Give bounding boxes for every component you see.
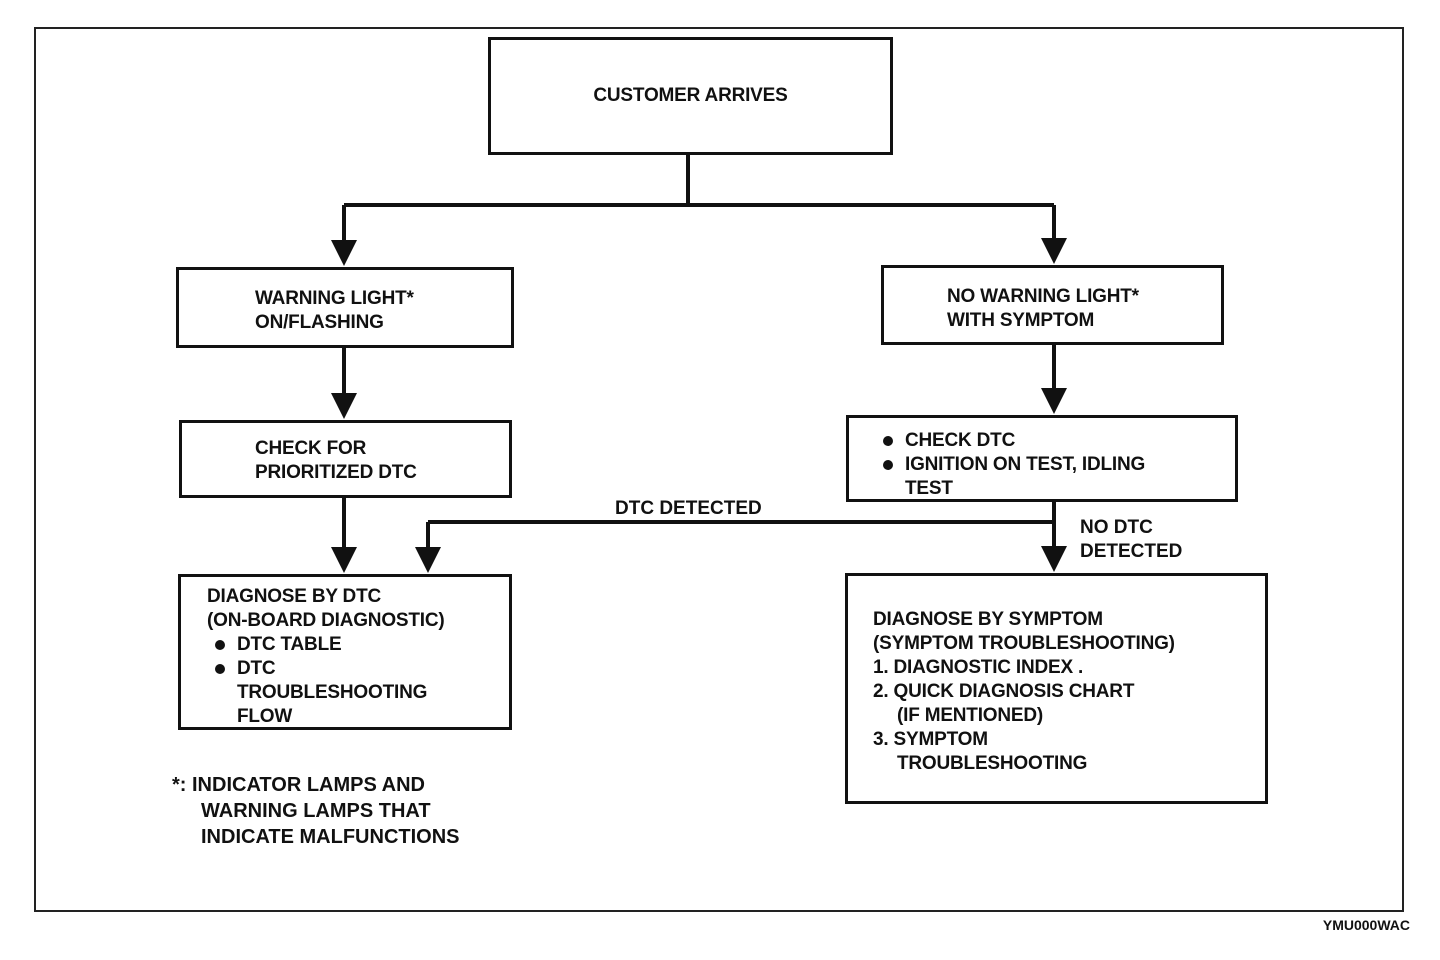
- diag-dtc-item-continued: TROUBLESHOOTING: [237, 682, 428, 703]
- node-warning-line-2: ON/FLASHING: [255, 312, 384, 333]
- node-customer-arrives-label: CUSTOMER ARRIVES: [593, 85, 788, 106]
- arrowhead-to-nowarning: [1041, 238, 1067, 264]
- node-check-dtc-tests: CHECK DTC IGNITION ON TEST, IDLING TEST: [846, 415, 1238, 502]
- arrowhead-nowarning-to-check: [1041, 388, 1067, 414]
- arrowhead-to-warning: [331, 240, 357, 266]
- arrowhead-check-to-dtc: [331, 547, 357, 573]
- check-right-item-label: CHECK DTC: [905, 430, 1016, 451]
- bullet-icon: [215, 664, 225, 674]
- arrowhead-warning-to-check: [331, 393, 357, 419]
- node-no-warning-light: NO WARNING LIGHT* WITH SYMPTOM: [881, 265, 1224, 345]
- node-check-left-line-1: CHECK FOR: [255, 438, 367, 459]
- node-check-prioritized-dtc: CHECK FOR PRIORITIZED DTC: [179, 420, 512, 498]
- footnote-line-2: WARNING LAMPS THAT: [201, 800, 431, 822]
- node-customer-arrives: CUSTOMER ARRIVES: [488, 37, 893, 155]
- diag-dtc-item-continued: FLOW: [237, 706, 293, 727]
- check-right-item: CHECK DTC: [883, 429, 1235, 453]
- check-right-item-label: TEST: [905, 478, 953, 499]
- diag-symptom-item: 1. DIAGNOSTIC INDEX .: [873, 657, 1084, 678]
- figure-code: YMU000WAC: [1322, 917, 1410, 933]
- node-diag-dtc-line-1: DIAGNOSE BY DTC: [207, 586, 382, 607]
- check-right-item-label: IGNITION ON TEST, IDLING: [905, 454, 1146, 475]
- bullet-icon: [883, 460, 893, 470]
- diag-dtc-item: DTC: [207, 657, 509, 681]
- arrowhead-check-to-symptom: [1041, 546, 1067, 572]
- bullet-icon: [883, 436, 893, 446]
- node-check-left-line-2: PRIORITIZED DTC: [255, 462, 417, 483]
- node-nowarning-line-1: NO WARNING LIGHT*: [947, 286, 1139, 307]
- node-diagnose-by-symptom: DIAGNOSE BY SYMPTOM (SYMPTOM TROUBLESHOO…: [845, 573, 1268, 804]
- diag-dtc-item-label: DTC: [237, 658, 276, 679]
- arrowhead-dtc-detected: [415, 547, 441, 573]
- indent-spacer: [883, 477, 905, 501]
- node-diag-dtc-line-2: (ON-BOARD DIAGNOSTIC): [207, 610, 445, 631]
- diag-symptom-item: 3. SYMPTOM: [873, 729, 988, 750]
- diag-symptom-item-continued: TROUBLESHOOTING: [897, 753, 1088, 774]
- check-right-item: IGNITION ON TEST, IDLING: [883, 453, 1235, 477]
- edge-label-dtc-detected: DTC DETECTED: [615, 498, 762, 519]
- footnote-line-3: INDICATE MALFUNCTIONS: [201, 826, 460, 848]
- node-diag-symptom-line-2: (SYMPTOM TROUBLESHOOTING): [873, 633, 1175, 654]
- diag-dtc-item: DTC TABLE: [207, 633, 509, 657]
- footnote: *: INDICATOR LAMPS AND WARNING LAMPS THA…: [172, 772, 460, 850]
- node-warning-line-1: WARNING LIGHT*: [255, 288, 414, 309]
- bullet-icon: [215, 640, 225, 650]
- node-warning-light-on: WARNING LIGHT* ON/FLASHING: [176, 267, 514, 348]
- node-nowarning-line-2: WITH SYMPTOM: [947, 310, 1095, 331]
- edge-label-no-dtc-line-2: DETECTED: [1080, 541, 1183, 562]
- edge-label-no-dtc-line-1: NO DTC: [1080, 517, 1153, 538]
- node-diagnose-by-dtc: DIAGNOSE BY DTC (ON-BOARD DIAGNOSTIC) DT…: [178, 574, 512, 730]
- diag-symptom-item-continued: (IF MENTIONED): [897, 705, 1044, 726]
- footnote-line-1: *: INDICATOR LAMPS AND: [172, 774, 425, 796]
- edge-label-no-dtc-detected: NO DTC DETECTED: [1080, 516, 1182, 564]
- diagram-frame: [34, 27, 1404, 912]
- diag-dtc-item-label: DTC TABLE: [237, 634, 342, 655]
- check-right-item-continued: TEST: [883, 477, 1235, 501]
- diag-symptom-item: 2. QUICK DIAGNOSIS CHART: [873, 681, 1135, 702]
- node-diag-symptom-line-1: DIAGNOSE BY SYMPTOM: [873, 609, 1103, 630]
